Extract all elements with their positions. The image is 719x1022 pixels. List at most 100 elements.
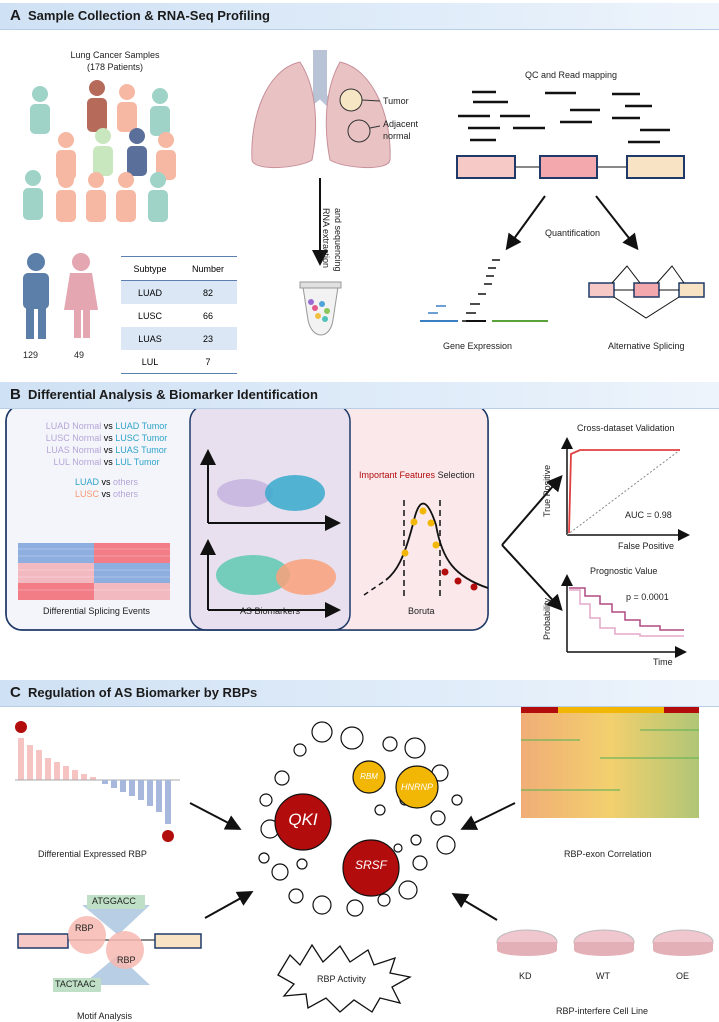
rbp-activity-burst <box>277 943 412 1013</box>
motif-diagram <box>17 895 202 992</box>
rbp-activity-label: RBP Activity <box>317 974 366 984</box>
quantification-label: Quantification <box>545 228 601 238</box>
scatter-plot-bottom <box>200 539 341 618</box>
table-cell: LUAS <box>121 327 179 350</box>
rbm-bubble <box>352 760 386 794</box>
table-cell: LUSC <box>137 310 162 321</box>
section-a-title: Sample Collection & RNA-Seq Profiling <box>28 8 270 23</box>
sample-tube-icon <box>299 281 342 336</box>
cross-validation-title: Cross-dataset Validation <box>577 423 675 433</box>
gene-expression-label: Gene Expression <box>443 341 513 351</box>
oe-label: OE <box>676 971 690 981</box>
probability-axis: Probability <box>542 597 552 640</box>
qki-label: QKI <box>288 810 318 829</box>
female-icon <box>64 253 98 338</box>
hnrnp-label: HNRNP <box>400 782 433 792</box>
differential-rbp-bars <box>15 721 180 842</box>
table-header: Number <box>179 256 237 281</box>
time-axis: Time <box>653 657 673 667</box>
petri-dish-wt-icon <box>573 929 635 956</box>
table-header: Subtype <box>121 256 179 281</box>
male-icon <box>23 253 49 339</box>
rbp-exon-heatmap <box>521 700 699 818</box>
roc-curve-chart <box>561 437 690 541</box>
table-cell: 66 <box>202 310 213 321</box>
gene-expression-icon <box>420 259 548 322</box>
true-positive-axis: True Positive <box>542 464 552 517</box>
boruta-curve <box>363 500 489 600</box>
rbp-label-1: RBP <box>75 923 94 933</box>
auc-label: AUC = 0.98 <box>625 510 672 520</box>
wt-label: WT <box>596 971 610 981</box>
lungs-icon <box>251 50 391 169</box>
boruta-label: Boruta <box>408 606 435 616</box>
rbp-label-2: RBP <box>117 955 136 965</box>
comparison-list: LUAD Normal vs LUAD Tumor LUSC Normal vs… <box>24 420 189 500</box>
motif-bottom-sequence: TACTAAC <box>55 979 96 989</box>
comparison-row: LUAD vs others <box>74 477 139 487</box>
survival-curve-chart <box>561 574 687 658</box>
male-count: 129 <box>23 350 39 360</box>
as-biomarkers-label: AS Biomarkers <box>239 606 301 616</box>
srsf-label: SRSF <box>354 858 387 872</box>
read-mapping-icon <box>458 90 670 144</box>
diff-rbp-label: Differential Expressed RBP <box>38 849 147 859</box>
rbm-label: RBM <box>360 772 378 781</box>
comparison-row: LUL Normal vs LUL Tumor <box>53 457 160 467</box>
rbp-exon-label: RBP-exon Correlation <box>564 849 652 859</box>
samples-subtitle: (178 Patients) <box>86 62 144 72</box>
section-b-letter: B <box>10 386 21 403</box>
table-cell: LUAD <box>121 280 179 304</box>
tumor-label: Tumor <box>383 96 409 106</box>
section-c-letter: C <box>10 684 21 701</box>
section-c-banner: C Regulation of AS Biomarker by RBPs <box>0 680 719 707</box>
hnrnp-bubble <box>395 765 439 809</box>
scatter-plot-top <box>200 449 341 531</box>
table-cell: LUL <box>121 350 179 374</box>
samples-title: Lung Cancer Samples <box>70 50 160 60</box>
alternative-splicing-label: Alternative Splicing <box>608 341 685 351</box>
petri-dish-kd-icon <box>496 929 558 956</box>
section-b-banner: B Differential Analysis & Biomarker Iden… <box>0 382 719 409</box>
selection-title: Important Features Selection <box>359 470 475 480</box>
alternative-splicing-icon <box>588 265 705 319</box>
diff-events-label: Differential Splicing Events <box>43 606 150 616</box>
section-c-title: Regulation of AS Biomarker by RBPs <box>28 685 258 700</box>
as-biomarkers-panel <box>189 404 351 631</box>
cell-line-label: RBP-interfere Cell Line <box>556 1006 649 1016</box>
srsf-bubble <box>342 839 400 897</box>
section-b-title: Differential Analysis & Biomarker Identi… <box>28 387 318 402</box>
petri-dish-oe-icon <box>652 929 714 956</box>
motif-analysis-label: Motif Analysis <box>77 1011 133 1021</box>
comparison-row: LUSC Normal vs LUSC Tumor <box>45 433 168 443</box>
gene-model-icon <box>456 155 685 179</box>
differential-heatmap <box>18 543 170 600</box>
adjacent-label: Adjacent <box>383 119 419 129</box>
table-cell: 7 <box>179 350 237 374</box>
comparison-row: LUAS Normal vs LUAS Tumor <box>46 445 167 455</box>
section-a-letter: A <box>10 7 21 24</box>
qc-label: QC and Read mapping <box>525 70 618 80</box>
normal-label: normal <box>383 131 411 141</box>
qki-bubble <box>274 793 332 851</box>
patients-crowd-icon <box>23 80 176 222</box>
kd-label: KD <box>519 971 532 981</box>
motif-top-sequence: ATGGACC <box>92 896 136 906</box>
comparison-row: LUAD Normal vs LUAD Tumor <box>45 421 168 431</box>
table-cell: 82 <box>179 280 237 304</box>
table-row: LUSC 66 <box>121 304 237 327</box>
female-count: 49 <box>74 350 85 360</box>
comparison-row: LUSC vs others <box>74 489 139 499</box>
rna-sequencing-label: and sequencing <box>333 208 343 272</box>
prognostic-title: Prognostic Value <box>590 566 658 576</box>
false-positive-axis: False Positive <box>618 541 675 551</box>
rna-extraction-label: RNA extraction <box>321 208 331 269</box>
table-cell: 23 <box>179 327 237 350</box>
p-value-label: p = 0.0001 <box>626 592 669 602</box>
section-a-banner: A Sample Collection & RNA-Seq Profiling <box>0 3 719 30</box>
